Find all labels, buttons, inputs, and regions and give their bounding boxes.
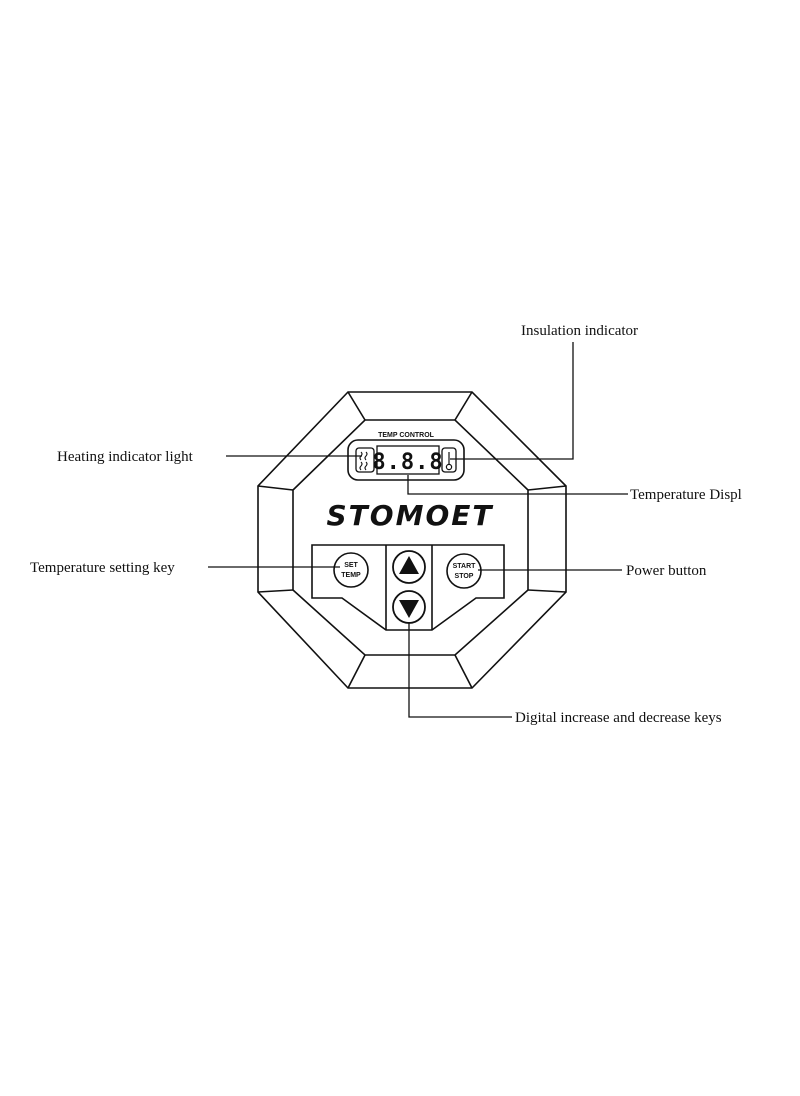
panel-housing bbox=[257, 391, 567, 689]
power-button-label: Power button bbox=[626, 563, 707, 579]
heating-indicator-light bbox=[355, 447, 375, 473]
leader-lines bbox=[208, 342, 628, 718]
temperature-display-leader bbox=[407, 475, 628, 495]
start-stop-label-line2: STOP bbox=[455, 573, 474, 580]
bevel-line bbox=[454, 391, 473, 421]
heat-waves-icon bbox=[359, 451, 368, 471]
display-frame bbox=[347, 439, 465, 481]
brand-logo: STOMOET bbox=[327, 499, 494, 532]
temperature-digits-window bbox=[376, 445, 440, 475]
increase-button[interactable] bbox=[392, 550, 426, 584]
start-stop-label-line1: START bbox=[453, 563, 477, 570]
temperature-display-digits: 8.8.8 bbox=[372, 450, 443, 475]
insulation-indicator-label: Insulation indicator bbox=[521, 323, 638, 339]
triangle-up-icon bbox=[399, 556, 419, 574]
set-temp-label-line1: SET bbox=[344, 562, 358, 569]
bevel-line bbox=[527, 589, 567, 593]
decrease-button[interactable] bbox=[392, 590, 426, 624]
temperature-display-label: Temperature Displ bbox=[630, 487, 742, 503]
insulation-leader bbox=[450, 342, 574, 460]
thermometer-icon bbox=[445, 452, 453, 471]
temp-control-header: TEMP CONTROL bbox=[378, 432, 435, 439]
bevel-line bbox=[257, 485, 294, 491]
button-panel bbox=[311, 544, 505, 631]
display-window: TEMP CONTROL 8.8.8 bbox=[347, 432, 465, 481]
digital-keys-label: Digital increase and decrease keys bbox=[515, 710, 722, 726]
set-temp-button[interactable]: SET TEMP bbox=[333, 552, 369, 588]
bevel-line bbox=[527, 485, 567, 491]
bevel-line bbox=[454, 654, 473, 689]
bevel-line bbox=[347, 654, 366, 689]
bevel-line bbox=[347, 391, 366, 421]
insulation-indicator bbox=[441, 447, 457, 473]
temperature-setting-key-label: Temperature setting key bbox=[30, 560, 175, 576]
set-temp-button-circle[interactable] bbox=[333, 552, 369, 588]
triangle-down-icon bbox=[399, 600, 419, 618]
set-temp-label-line2: TEMP bbox=[341, 572, 361, 579]
digital-keys-leader bbox=[408, 622, 512, 718]
heating-indicator-label: Heating indicator light bbox=[57, 449, 194, 465]
start-stop-button-circle[interactable] bbox=[446, 553, 482, 589]
bevel-line bbox=[257, 589, 294, 593]
start-stop-button[interactable]: START STOP bbox=[446, 553, 482, 589]
